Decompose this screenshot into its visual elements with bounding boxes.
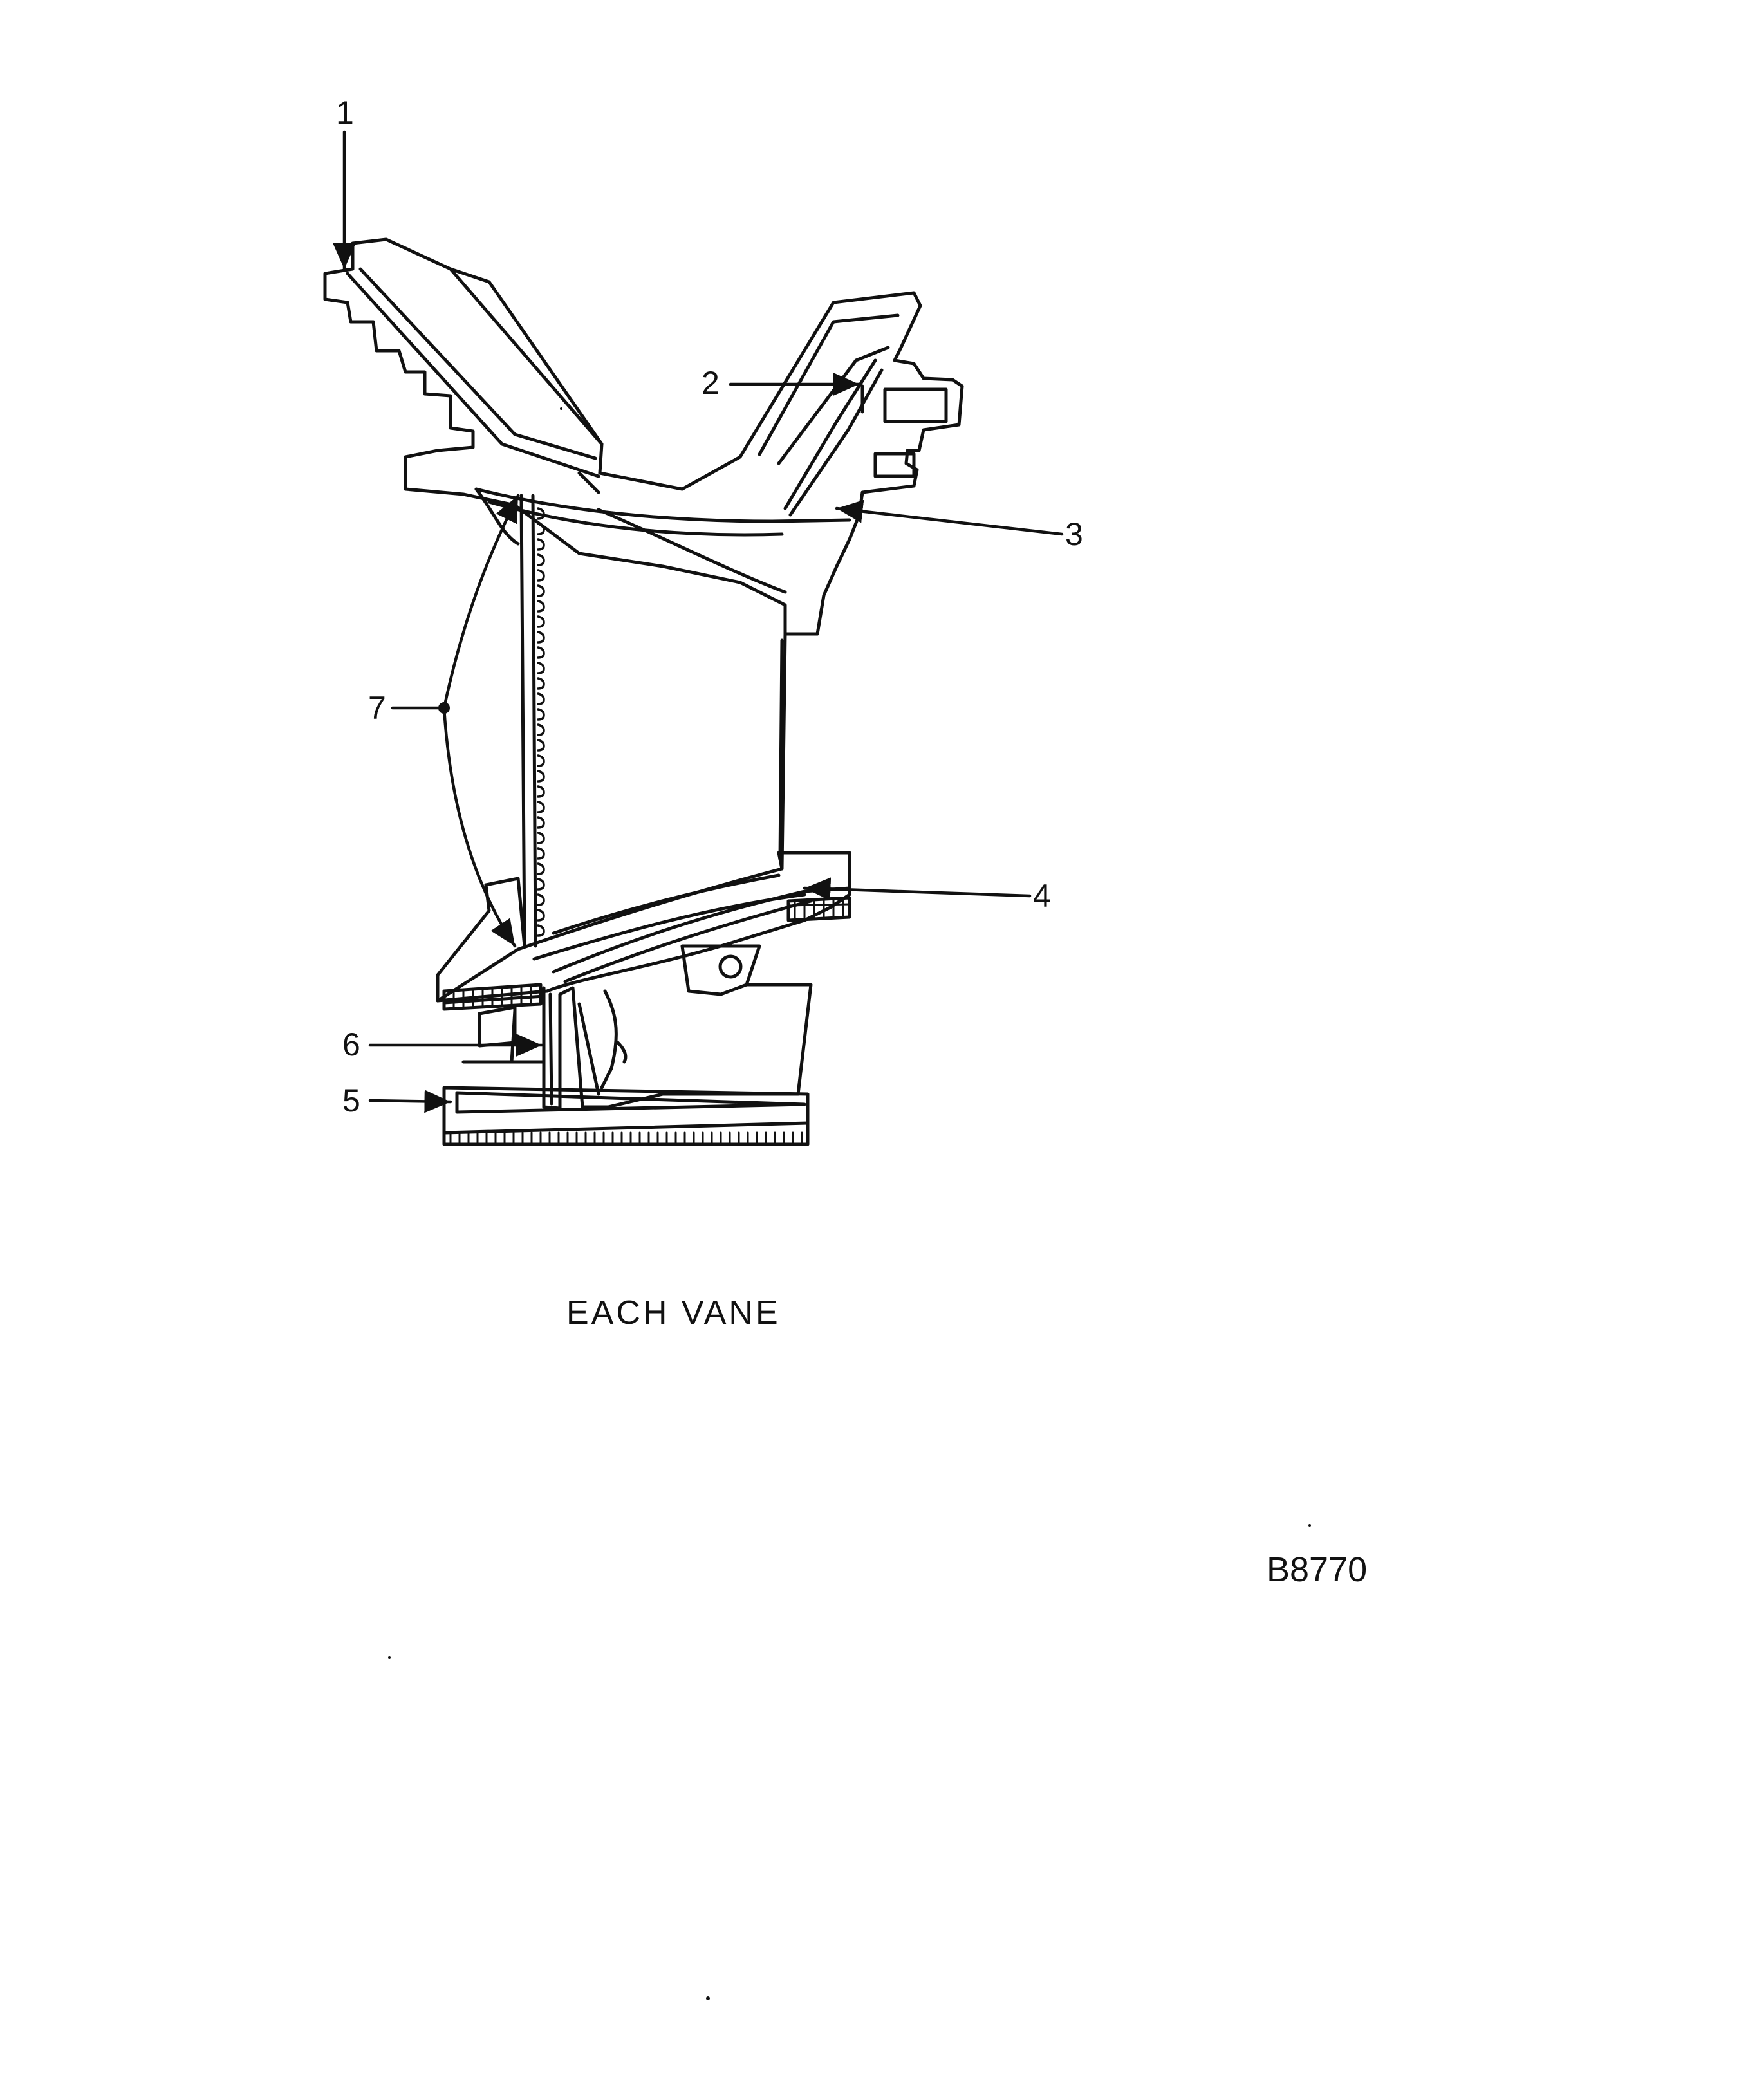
callout-5: 5 (342, 1083, 360, 1119)
airfoil (474, 487, 787, 948)
inner-rail-and-base (442, 983, 813, 1146)
outer-platform (323, 237, 964, 636)
callout-4: 4 (1033, 878, 1051, 914)
leader-lines (333, 130, 1064, 1113)
figure-id: B8770 (1267, 1550, 1368, 1589)
leader-5 (368, 1090, 452, 1113)
scan-specks (388, 407, 1311, 2000)
callout-1: 1 (336, 95, 354, 131)
leader-3 (835, 499, 1064, 536)
caption: EACH VANE (566, 1294, 781, 1332)
callout-6: 6 (342, 1027, 360, 1063)
leader-7-upper (442, 494, 520, 710)
callout-3: 3 (1065, 516, 1083, 552)
inner-platform (436, 851, 851, 1011)
leader-7-lower (442, 706, 517, 948)
callout-7: 7 (368, 690, 386, 726)
callout-2: 2 (702, 365, 720, 401)
trailing-edge-cooling-slots (537, 507, 545, 937)
leader-4 (803, 877, 1032, 901)
